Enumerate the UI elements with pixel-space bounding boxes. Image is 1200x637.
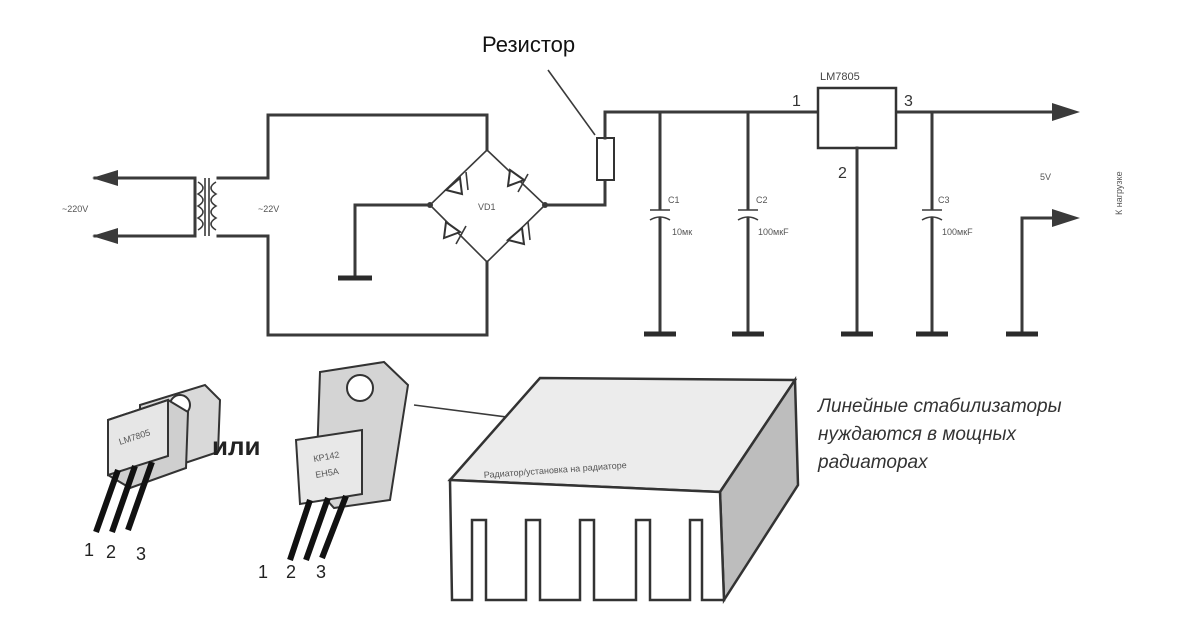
c1-label: C1 — [668, 195, 680, 205]
secondary-wiring — [266, 113, 489, 337]
note-line-3: радиаторах — [817, 452, 929, 473]
transistor-package-a: LM7805 1 2 3 — [84, 383, 222, 564]
regulator-pin1: 1 — [792, 93, 801, 110]
note-text: Линейные стабилизаторы нуждаются в мощны… — [816, 396, 1062, 473]
transistor-a-leg3: 3 — [136, 544, 146, 564]
regulator-lm7805: LM7805 1 3 2 — [792, 71, 913, 337]
transistor-a-leg1: 1 — [84, 540, 94, 560]
regulator-label: LM7805 — [820, 71, 860, 83]
c2-value: 100мкF — [758, 227, 789, 237]
heatsink: Радиатор/установка на радиаторе — [447, 376, 800, 605]
transistor-a-leg2: 2 — [106, 542, 116, 562]
c1-value: 10мк — [672, 227, 692, 237]
bridge-ground — [338, 203, 432, 281]
mains-arrow-bottom — [92, 228, 118, 244]
output-arrow-positive — [1052, 103, 1080, 121]
mains-voltage-label: ~220V — [62, 204, 88, 214]
bridge-to-resistor-wire — [543, 178, 607, 207]
or-label: или — [212, 431, 260, 461]
output-ground: 5V — [1006, 172, 1080, 337]
c3-value: 100мкF — [942, 227, 973, 237]
diode-4 — [505, 221, 531, 246]
transistor-package-b: КР142 ЕН5А 1 2 3 — [258, 360, 410, 582]
regulator-pin2: 2 — [838, 165, 847, 182]
capacitor-c1: C1 10мк — [644, 110, 692, 337]
transformer: ~22V — [193, 176, 279, 238]
output-arrow-negative — [1052, 209, 1080, 227]
bridge-label: VD1 — [478, 202, 496, 212]
secondary-voltage-label: ~22V — [258, 204, 279, 214]
load-label: К нагрузке — [1114, 171, 1124, 215]
resistor: Резистор — [482, 32, 615, 181]
capacitor-c3: C3 100мкF — [916, 110, 973, 337]
transistor-b-leg1: 1 — [258, 562, 268, 582]
diode-bridge: VD1 — [427, 148, 548, 264]
mains-input: ~220V — [62, 170, 197, 244]
transistor-b-leg2: 2 — [286, 562, 296, 582]
resistor-leader-line — [547, 69, 596, 136]
transistor-b-leg3: 3 — [316, 562, 326, 582]
capacitor-c2: C2 100мкF — [732, 110, 789, 337]
c2-label: C2 — [756, 195, 768, 205]
diode-3 — [442, 220, 467, 245]
mains-arrow-top — [92, 170, 118, 186]
transistor-b-line1: КР142 — [313, 450, 341, 464]
c3-label: C3 — [938, 195, 950, 205]
diode-1 — [443, 171, 469, 196]
output-voltage-label: 5V — [1040, 172, 1051, 182]
diode-2 — [506, 168, 529, 193]
transistor-b-line2: ЕН5А — [315, 466, 340, 480]
regulator-pin3: 3 — [904, 93, 913, 110]
resistor-label: Резистор — [482, 32, 575, 57]
note-line-1: Линейные стабилизаторы — [816, 396, 1062, 417]
note-line-2: нуждаются в мощных — [818, 424, 1018, 445]
